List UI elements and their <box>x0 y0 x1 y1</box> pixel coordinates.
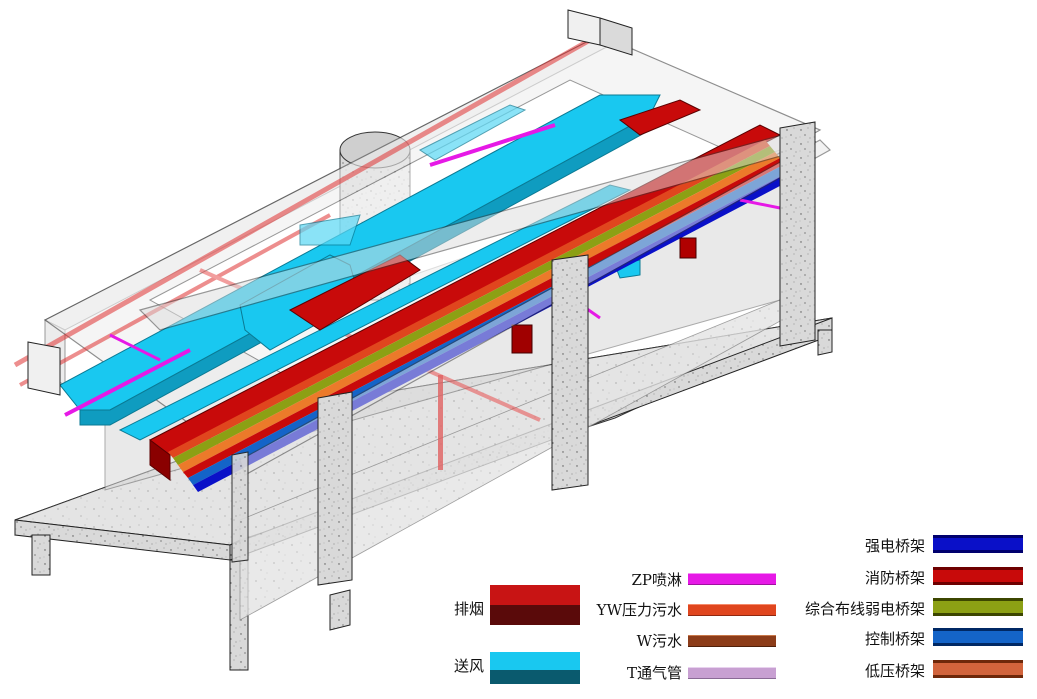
swatch-control-tray <box>933 628 1023 646</box>
swatch-smoke-exhaust <box>490 585 580 625</box>
legend-label-sewage: W污水 <box>636 632 682 650</box>
legend-label-smoke-exhaust: 排烟 <box>454 600 485 618</box>
legend-label-weak-tray: 综合布线弱电桥架 <box>804 600 925 618</box>
swatch-supply-air <box>490 652 580 684</box>
legend-label-sprinkler: ZP喷淋 <box>631 571 682 589</box>
swatch-weak-tray <box>933 598 1023 616</box>
legend-label-supply-air: 送风 <box>454 657 485 675</box>
legend-label-pressure-sewage: YW压力污水 <box>596 601 682 619</box>
swatch-power-tray <box>933 535 1023 553</box>
swatch-supply-air-top <box>490 652 580 670</box>
legend-label-vent-pipe: T通气管 <box>626 664 682 682</box>
swatch-vent-pipe <box>688 667 776 679</box>
swatch-fire-tray <box>933 567 1023 585</box>
swatch-sewage <box>688 635 776 647</box>
swatch-smoke-exhaust-top <box>490 585 580 605</box>
corner-posts <box>27 9 633 396</box>
vertical-drop-pipe <box>438 375 443 470</box>
swatch-lv-tray <box>933 660 1023 678</box>
front-columns <box>231 121 816 586</box>
legend-label-power-tray: 强电桥架 <box>864 537 925 555</box>
legend-label-fire-tray: 消防桥架 <box>864 569 925 587</box>
front-beams <box>138 129 831 476</box>
fire-boxes <box>511 237 697 354</box>
legend-label-lv-tray: 低压桥架 <box>864 662 925 680</box>
swatch-supply-air-bottom <box>490 670 580 684</box>
legend-label-control-tray: 控制桥架 <box>864 630 925 648</box>
swatch-smoke-exhaust-bottom <box>490 605 580 625</box>
swatch-sprinkler <box>688 573 776 585</box>
swatch-pressure-sewage <box>688 604 776 616</box>
